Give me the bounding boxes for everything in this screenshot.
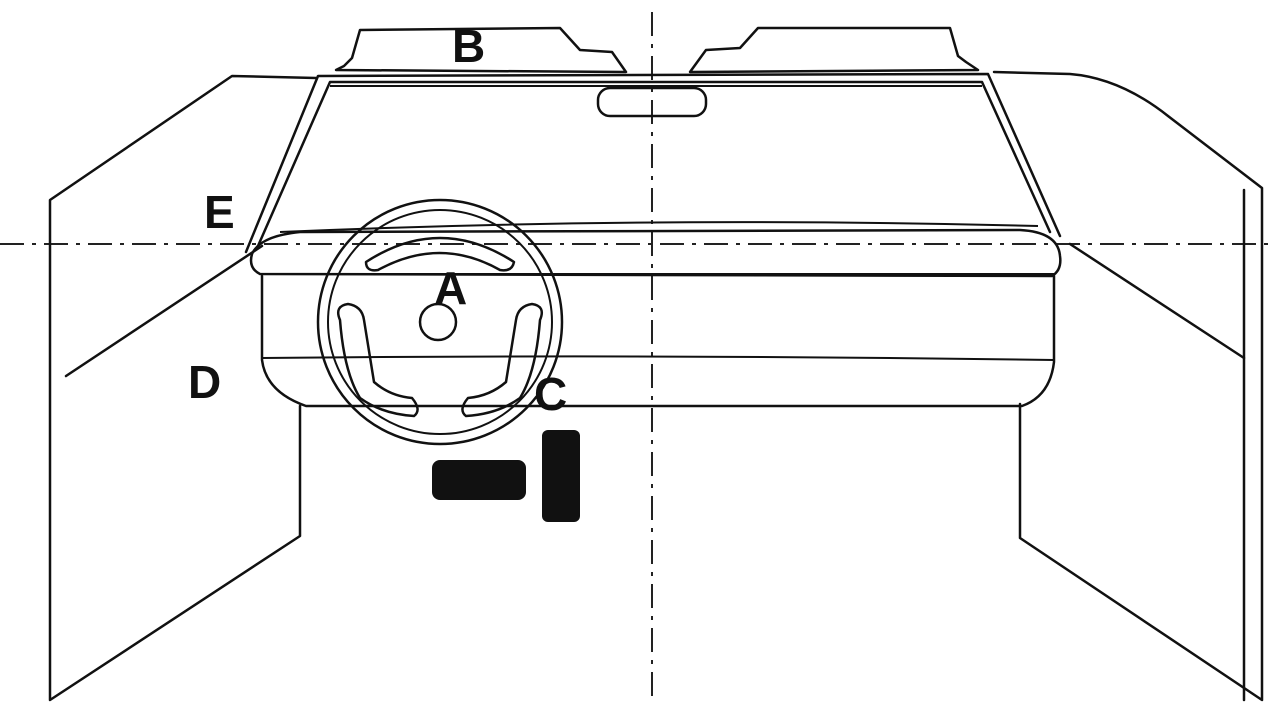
right-door	[992, 70, 1264, 702]
interior-mirror	[596, 86, 708, 118]
label-d: D	[188, 356, 221, 408]
left-door-belt-line	[64, 244, 264, 378]
right-mirror	[688, 26, 980, 74]
steering-wheel-right-opening	[461, 302, 543, 418]
left-door	[48, 74, 318, 702]
left-mirror	[334, 26, 628, 74]
windshield-outer-frame	[244, 72, 1062, 254]
steering-wheel-inner-rim	[327, 209, 553, 435]
diagram-labels: A B C D E	[188, 20, 567, 420]
windshield-base-line	[279, 221, 1039, 233]
steering-wheel-hub	[418, 302, 458, 342]
dashboard-lower-line	[261, 355, 1055, 361]
dashboard	[249, 228, 1062, 408]
left-door-outline	[48, 74, 318, 702]
steering-wheel-upper-opening	[364, 236, 516, 272]
outside-mirrors	[334, 26, 980, 74]
windshield	[244, 72, 1062, 254]
steering-wheel-outer-rim	[316, 198, 564, 446]
label-b: B	[452, 20, 485, 72]
label-e: E	[204, 186, 235, 238]
dashboard-top-rounded	[249, 228, 1062, 278]
accelerator-pedal	[542, 430, 580, 522]
dashboard-body	[260, 274, 1056, 408]
pedals	[432, 430, 580, 522]
label-c: C	[534, 368, 567, 420]
right-door-belt-line	[1068, 242, 1246, 360]
right-door-outline	[992, 70, 1264, 702]
windshield-inner-frame	[256, 80, 1052, 248]
steering-wheel-left-opening	[337, 302, 419, 418]
label-a: A	[434, 262, 467, 314]
steering-wheel	[316, 198, 564, 446]
brake-pedal	[432, 460, 526, 500]
